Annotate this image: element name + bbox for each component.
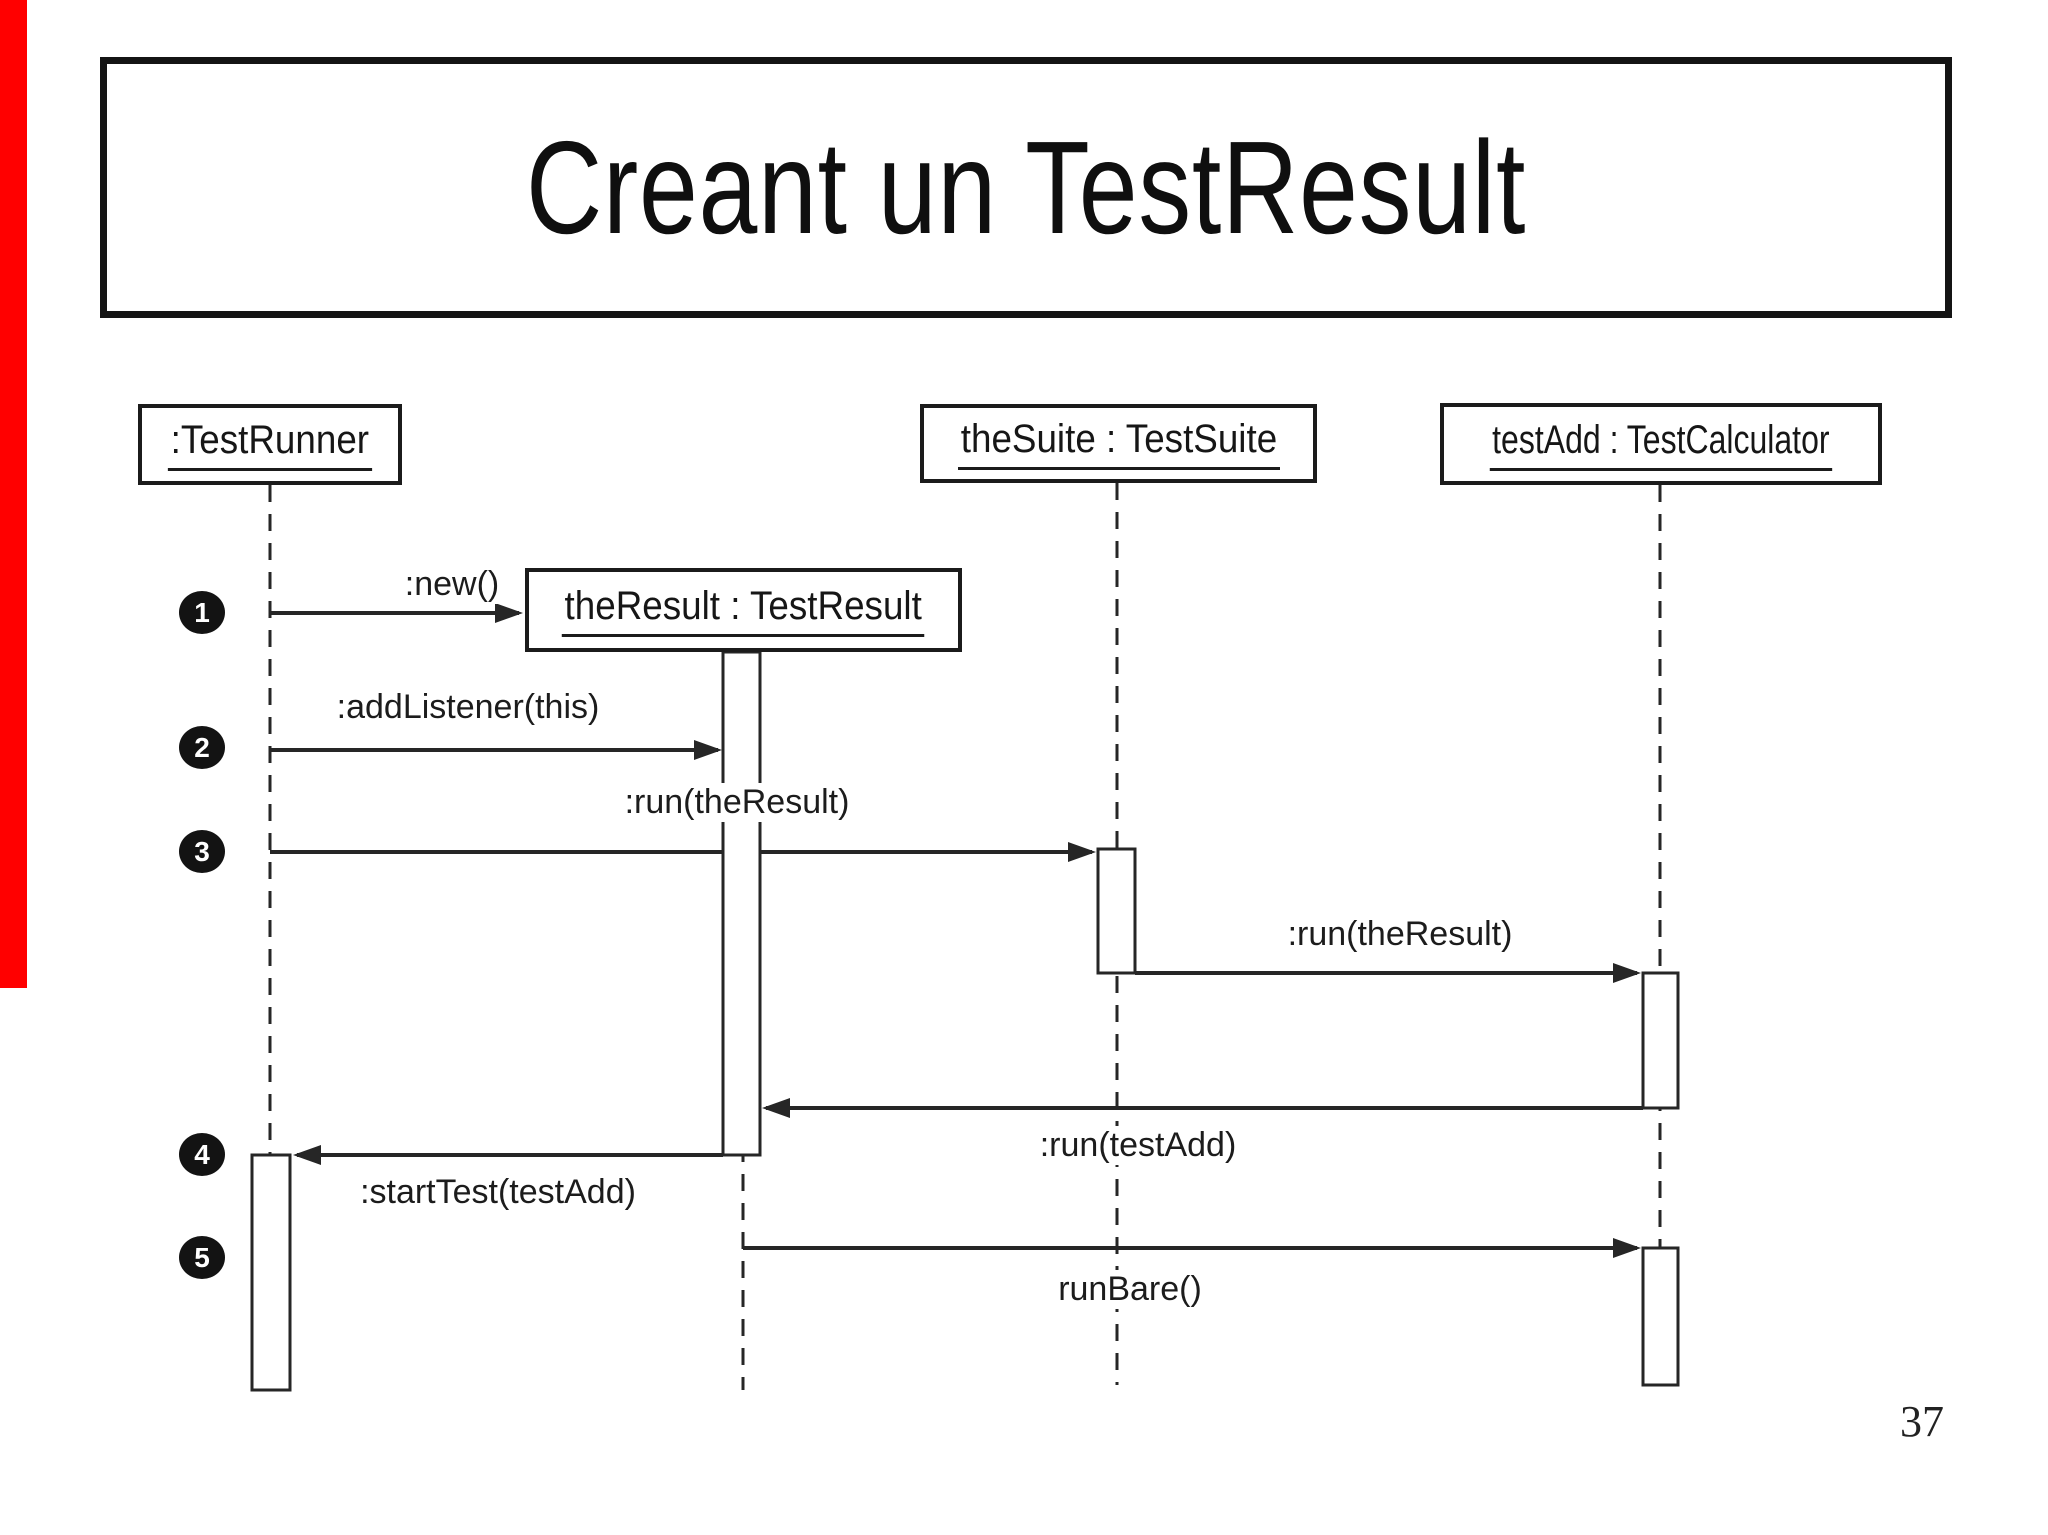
message-label-run-theresult-1: :run(theResult) bbox=[616, 783, 858, 823]
object-label-thesuite: theSuite : TestSuite bbox=[957, 417, 1280, 470]
message-label-addlistener: :addListener(this) bbox=[328, 688, 608, 728]
message-label-runbare: runBare() bbox=[1050, 1270, 1210, 1310]
arrowhead-run-theresult-2 bbox=[1613, 963, 1641, 983]
object-box-testadd: testAdd : TestCalculator bbox=[1440, 403, 1882, 485]
step-marker-5: 5 bbox=[179, 1236, 225, 1279]
step-number-1: 1 bbox=[194, 596, 210, 628]
arrowhead-return-run-testadd bbox=[762, 1098, 790, 1118]
step-number-4: 4 bbox=[194, 1138, 210, 1170]
step-marker-1: 1 bbox=[179, 591, 225, 634]
object-label-theresult: theResult : TestResult bbox=[562, 584, 925, 637]
message-label-new: :new() bbox=[396, 565, 508, 605]
step-number-5: 5 bbox=[194, 1241, 210, 1273]
step-number-2: 2 bbox=[194, 731, 210, 763]
step-number-3: 3 bbox=[194, 835, 210, 867]
object-box-theresult: theResult : TestResult bbox=[525, 568, 962, 652]
activation-testadd-1 bbox=[1641, 971, 1680, 1110]
activation-testadd-2 bbox=[1641, 1246, 1680, 1387]
step-marker-4: 4 bbox=[179, 1133, 225, 1176]
red-edge-strip bbox=[0, 0, 27, 988]
slide-title: Creant un TestResult bbox=[525, 114, 1527, 261]
step-marker-3: 3 bbox=[179, 830, 225, 873]
step-marker-2: 2 bbox=[179, 726, 225, 769]
object-box-testrunner: :TestRunner bbox=[138, 404, 402, 485]
object-label-testrunner: :TestRunner bbox=[168, 418, 372, 471]
arrowhead-addlistener bbox=[694, 740, 722, 760]
arrowhead-starttest bbox=[293, 1145, 321, 1165]
arrowhead-new bbox=[495, 603, 523, 623]
object-label-testadd: testAdd : TestCalculator bbox=[1489, 418, 1833, 471]
arrowhead-run-theresult-1 bbox=[1068, 842, 1096, 862]
arrowhead-runbare bbox=[1613, 1238, 1641, 1258]
object-box-thesuite: theSuite : TestSuite bbox=[920, 404, 1317, 483]
message-label-run-theresult-2: :run(theResult) bbox=[1279, 915, 1521, 955]
message-label-run-testadd: :run(testAdd) bbox=[1031, 1126, 1245, 1166]
title-box: Creant un TestResult bbox=[100, 57, 1952, 318]
activation-theresult bbox=[721, 650, 762, 1157]
activation-thesuite bbox=[1096, 847, 1137, 975]
page-number: 37 bbox=[1900, 1397, 1944, 1446]
message-label-starttest: :startTest(testAdd) bbox=[352, 1173, 644, 1213]
activation-testrunner bbox=[250, 1153, 292, 1392]
